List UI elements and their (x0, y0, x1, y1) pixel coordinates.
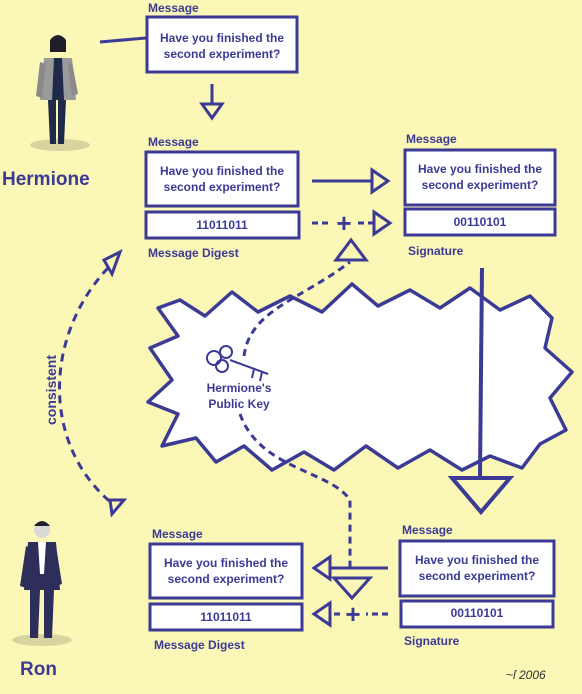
message-copy-arrow-icon (312, 167, 391, 195)
ron-signature-label: Signature (404, 634, 460, 648)
right-signature-value: 00110101 (454, 215, 507, 229)
mid-message-box (144, 150, 300, 208)
ron-signature-value: 00110101 (451, 606, 504, 620)
key-label-line2: Public Key (208, 397, 270, 411)
key-to-top-dashed-path (242, 260, 351, 357)
right-signature-label: Signature (408, 244, 464, 258)
ron-message-label: Message (152, 527, 203, 541)
consistent-top-arrowhead-icon (101, 248, 123, 278)
mid-message-line2: second experiment? (164, 180, 281, 194)
ron-name: Ron (20, 659, 57, 680)
top-message-line1: Have you finished the (160, 31, 284, 45)
consistent-label: consistent (43, 355, 59, 425)
transmission-line (478, 267, 484, 477)
ron-figure (12, 521, 72, 646)
mid-message-line1: Have you finished the (160, 164, 284, 178)
ron-plus-icon: + (345, 599, 360, 629)
right-message-label: Message (406, 132, 457, 146)
mid-message-label: Message (148, 135, 199, 149)
hermione-figure (30, 35, 90, 151)
key-label-line1: Hermione's (207, 381, 272, 395)
down-arrow-icon (199, 84, 225, 121)
right-message-line1: Have you finished the (418, 162, 542, 176)
top-message-line2: second experiment? (164, 47, 281, 61)
top-message-box (145, 15, 299, 74)
ron-signed-message-line2: second experiment? (419, 569, 536, 583)
right-signature-box (403, 207, 557, 237)
top-plus-icon: + (336, 208, 351, 238)
mid-digest-box (144, 210, 301, 240)
ron-digest-value: 11011011 (200, 610, 252, 624)
ron-message-line1: Have you finished the (164, 556, 288, 570)
top-message-label: Message (148, 1, 199, 15)
transmission-arrow-icon (447, 476, 515, 516)
consistent-arrow (58, 256, 120, 510)
transmission-cloud (146, 282, 574, 472)
ron-signed-message-line1: Have you finished the (415, 553, 539, 567)
ron-digest-box (148, 602, 304, 632)
right-message-box (403, 148, 557, 207)
hermione-to-message-line (99, 36, 147, 44)
key-up-triangle-icon (333, 237, 369, 262)
ron-digest-label: Message Digest (154, 638, 245, 652)
ron-signature-arrow-icon (311, 600, 388, 628)
ron-message-box (148, 542, 304, 600)
ron-message-arrow-icon (311, 554, 388, 582)
ron-message-line2: second experiment? (168, 572, 285, 586)
ron-key-triangle-icon (330, 576, 374, 601)
digest-plus-arrow-icon (312, 209, 393, 237)
mid-digest-label: Message Digest (148, 246, 239, 260)
ron-signature-box (399, 599, 555, 629)
ron-signed-message-box (398, 539, 556, 598)
mid-digest-value: 11011011 (196, 218, 248, 232)
key-icon (206, 345, 269, 382)
right-message-line2: second experiment? (422, 178, 539, 192)
hermione-name: Hermione (2, 169, 90, 190)
consistent-bottom-arrowhead-icon (108, 498, 128, 518)
key-to-bottom-dashed-path (238, 413, 352, 570)
ron-signed-message-label: Message (402, 523, 453, 537)
artist-signature: ~ſ 2006 (506, 668, 546, 682)
